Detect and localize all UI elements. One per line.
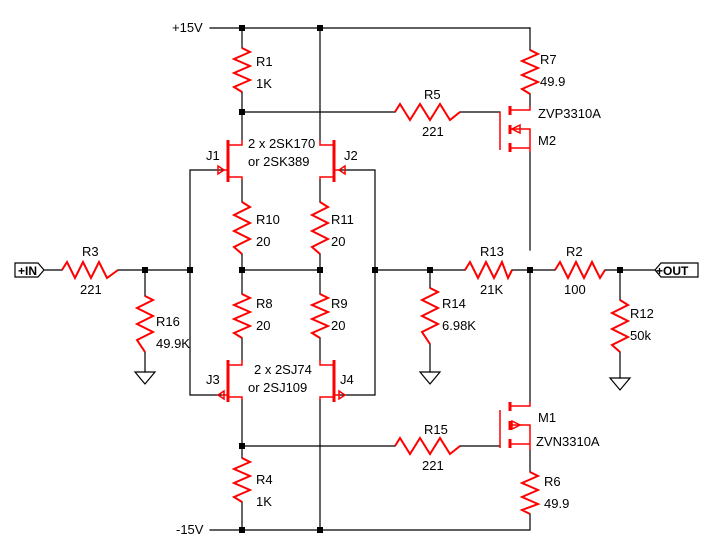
r9-value: 20 bbox=[331, 318, 345, 333]
r6-label: R6 bbox=[544, 474, 561, 489]
r1-value: 1K bbox=[256, 76, 272, 91]
wires bbox=[43, 27, 656, 531]
input-port-label: +IN bbox=[18, 264, 37, 278]
labels: +15V -15V R1 1K R7 49.9 R5 221 ZVP3310A … bbox=[80, 20, 654, 537]
j1-symbol bbox=[217, 140, 243, 182]
r3-symbol bbox=[61, 259, 119, 281]
r13-label: R13 bbox=[480, 244, 504, 259]
r3-value: 221 bbox=[80, 282, 102, 297]
mosfet-symbols bbox=[499, 106, 531, 450]
j1-label: J1 bbox=[206, 148, 220, 163]
r3-label: R3 bbox=[82, 244, 99, 259]
r10-value: 20 bbox=[256, 234, 270, 249]
r12-label: R12 bbox=[630, 306, 654, 321]
r11-value: 20 bbox=[331, 234, 345, 249]
r14-value: 6.98K bbox=[442, 318, 476, 333]
r15-value: 221 bbox=[422, 458, 444, 473]
r16-value: 49.9K bbox=[156, 336, 190, 351]
r1-symbol bbox=[231, 47, 253, 93]
r4-symbol bbox=[231, 457, 253, 503]
p-pair-alt: or 2SJ109 bbox=[248, 380, 307, 395]
r10-symbol bbox=[231, 201, 253, 255]
r15-label: R15 bbox=[424, 422, 448, 437]
r13-symbol bbox=[464, 259, 513, 281]
j3-label: J3 bbox=[206, 372, 220, 387]
r12-value: 50k bbox=[630, 328, 651, 343]
ground-symbols bbox=[133, 371, 632, 391]
resistor-symbols bbox=[61, 47, 631, 515]
r13-value: 21K bbox=[480, 282, 503, 297]
r6-value: 49.9 bbox=[544, 496, 569, 511]
r2-value: 100 bbox=[564, 282, 586, 297]
r7-value: 49.9 bbox=[540, 74, 565, 89]
r14-label: R14 bbox=[442, 296, 466, 311]
r1-label: R1 bbox=[256, 54, 273, 69]
r14-symbol bbox=[419, 287, 441, 345]
r11-symbol bbox=[309, 201, 331, 255]
junction-dots bbox=[142, 25, 623, 533]
output-port: +OUT bbox=[654, 262, 699, 278]
r8-label: R8 bbox=[256, 296, 273, 311]
j4-label: J4 bbox=[340, 372, 354, 387]
r9-label: R9 bbox=[331, 296, 348, 311]
r10-label: R10 bbox=[256, 212, 280, 227]
m1-label: M1 bbox=[538, 410, 556, 425]
j2-symbol bbox=[319, 140, 346, 182]
output-port-label: +OUT bbox=[656, 264, 689, 278]
r7-label: R7 bbox=[540, 52, 557, 67]
input-port: +IN bbox=[14, 262, 45, 278]
r16-symbol bbox=[134, 295, 156, 353]
r16-label: R16 bbox=[156, 314, 180, 329]
m2-symbol bbox=[499, 106, 531, 152]
ground-icon bbox=[133, 371, 157, 385]
r7-symbol bbox=[519, 49, 541, 95]
jfet-symbols bbox=[216, 140, 347, 402]
r2-label: R2 bbox=[566, 244, 583, 259]
r2-symbol bbox=[554, 259, 606, 281]
r5-value: 221 bbox=[422, 124, 444, 139]
r4-value: 1K bbox=[256, 494, 272, 509]
r9-symbol bbox=[309, 293, 331, 339]
m2-part: ZVP3310A bbox=[538, 106, 601, 121]
r4-label: R4 bbox=[256, 472, 273, 487]
r8-value: 20 bbox=[256, 318, 270, 333]
r15-symbol bbox=[394, 436, 461, 456]
n-pair-part: 2 x 2SK170 bbox=[248, 136, 315, 151]
ground-icon bbox=[418, 371, 442, 385]
ground-icon bbox=[608, 377, 632, 391]
r5-label: R5 bbox=[424, 87, 441, 102]
j3-symbol bbox=[216, 360, 243, 402]
j2-label: J2 bbox=[344, 148, 358, 163]
r11-label: R11 bbox=[331, 212, 354, 227]
j4-symbol bbox=[319, 360, 347, 402]
m1-part: ZVN3310A bbox=[536, 434, 600, 449]
r5-symbol bbox=[394, 102, 461, 122]
m2-label: M2 bbox=[538, 133, 556, 148]
neg-rail-label: -15V bbox=[176, 522, 204, 537]
r6-symbol bbox=[519, 471, 541, 515]
p-pair-part: 2 x 2SJ74 bbox=[254, 362, 312, 377]
pos-rail-label: +15V bbox=[172, 20, 203, 35]
n-pair-alt: or 2SK389 bbox=[248, 154, 309, 169]
r8-symbol bbox=[231, 293, 253, 339]
m1-symbol bbox=[499, 402, 531, 450]
r12-symbol bbox=[609, 299, 631, 353]
